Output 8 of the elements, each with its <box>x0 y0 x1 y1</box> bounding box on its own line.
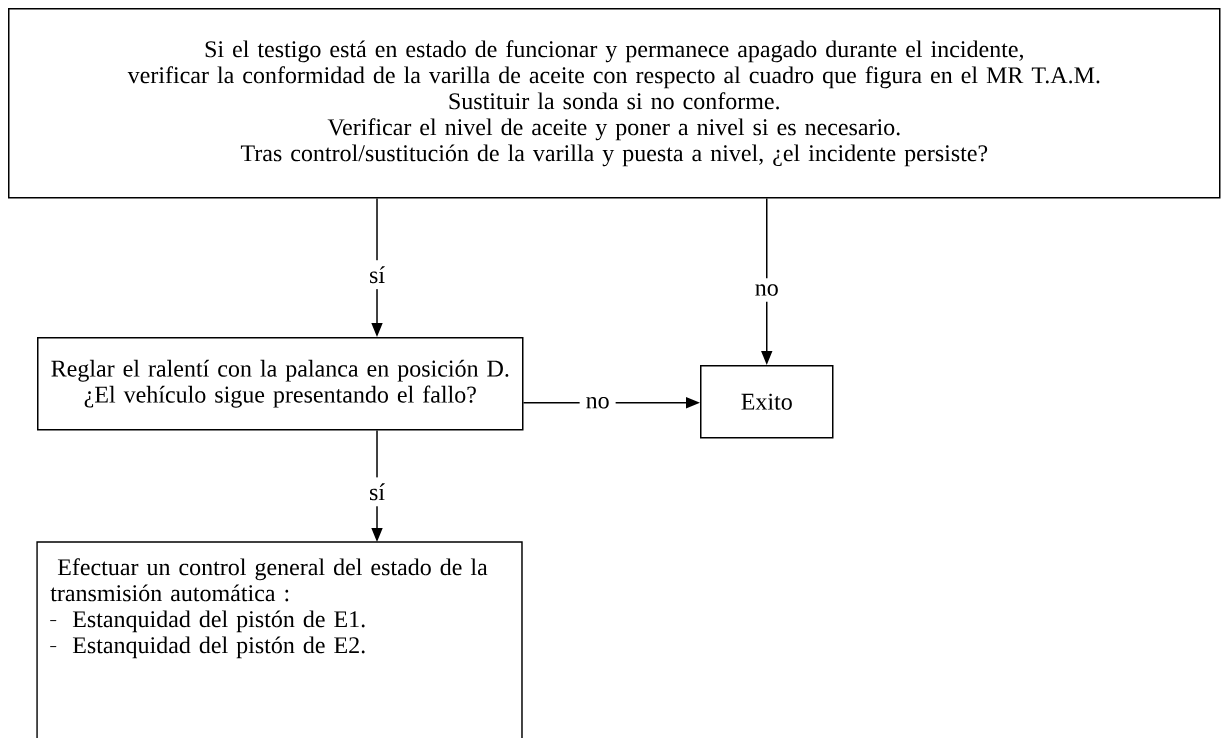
edge-label: no <box>748 278 785 302</box>
process-box: Si el testigo está en estado de funcionar y permanece apagado durante el incidente, verificar la conformidad de la varilla de aceite con respecto al cuadro que figura en el MR T.A.M. Sustituir la sonda si no conforme. Verificar el nivel de aceite y poner a nivel si es necesario. Tras control/sustitución de la varilla y puesta a nivel, ¿el incidente persiste? <box>8 8 1221 199</box>
edge-label: sí <box>363 477 391 507</box>
process-box: Reglar el ralentí con la palanca en posición D. ¿El vehículo sigue presentando el fallo? <box>37 337 524 431</box>
process-box: Exito <box>700 365 834 439</box>
edge-label: no <box>579 390 616 415</box>
edge-label: sí <box>363 260 391 290</box>
action-box: Efectuar un control general del estado de la transmisión automática : Estanquidad del pistón de E1. Estanquidad del pistón de E2. <box>36 541 523 738</box>
